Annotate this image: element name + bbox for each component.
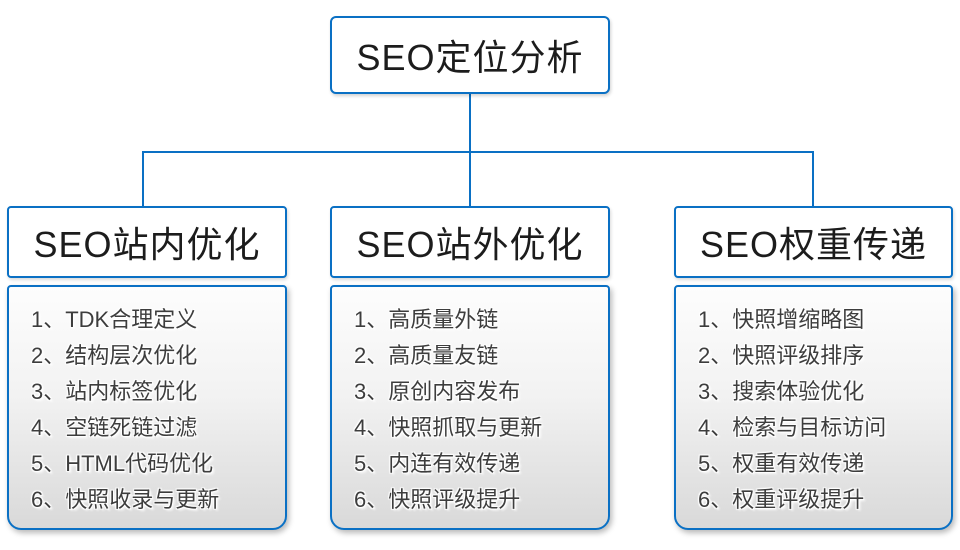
list-item: 5、内连有效传递 — [354, 451, 521, 476]
list-item: 4、快照抓取与更新 — [354, 415, 543, 440]
branch-header-label: SEO站内优化 — [33, 224, 261, 265]
branch-list-onsite: 1、TDK合理定义 2、结构层次优化 3、站内标签优化 4、空链死链过滤 5、H… — [7, 285, 287, 530]
list-item: 4、空链死链过滤 — [31, 415, 198, 440]
list-item: 5、权重有效传递 — [698, 451, 865, 476]
list-item: 4、检索与目标访问 — [698, 415, 887, 440]
connector-drop-right — [812, 151, 814, 207]
connector-drop-left — [142, 151, 144, 207]
branch-list-offsite: 1、高质量外链 2、高质量友链 3、原创内容发布 4、快照抓取与更新 5、内连有… — [330, 285, 610, 530]
list-item: 2、快照评级排序 — [698, 343, 865, 368]
branch-header-label: SEO权重传递 — [699, 224, 928, 265]
root-node-label: SEO定位分析 — [356, 37, 584, 78]
list-item: 1、快照增缩略图 — [698, 307, 865, 332]
list-item: 5、HTML代码优化 — [31, 451, 214, 476]
list-item: 6、快照评级提升 — [354, 487, 521, 512]
branch-list-weight: 1、快照增缩略图 2、快照评级排序 3、搜索体验优化 4、检索与目标访问 5、权… — [674, 285, 953, 530]
list-item: 2、结构层次优化 — [31, 343, 198, 368]
branch-header-offsite: SEO站外优化 — [330, 206, 610, 278]
list-item: 1、高质量外链 — [354, 307, 499, 332]
connector-drop-middle — [469, 151, 471, 207]
branch-header-label: SEO站外优化 — [356, 224, 584, 265]
list-item: 6、快照收录与更新 — [31, 487, 220, 512]
list-item: 6、权重评级提升 — [698, 487, 865, 512]
list-item: 3、站内标签优化 — [31, 379, 198, 404]
connector-branch-bar — [142, 151, 814, 153]
branch-header-weight: SEO权重传递 — [674, 206, 953, 278]
connector-root-stem — [469, 94, 471, 152]
list-item: 1、TDK合理定义 — [31, 307, 198, 332]
list-item: 3、原创内容发布 — [354, 379, 521, 404]
list-item: 2、高质量友链 — [354, 343, 499, 368]
root-node-seo-positioning-analysis: SEO定位分析 — [330, 16, 610, 94]
branch-header-onsite: SEO站内优化 — [7, 206, 287, 278]
list-item: 3、搜索体验优化 — [698, 379, 865, 404]
